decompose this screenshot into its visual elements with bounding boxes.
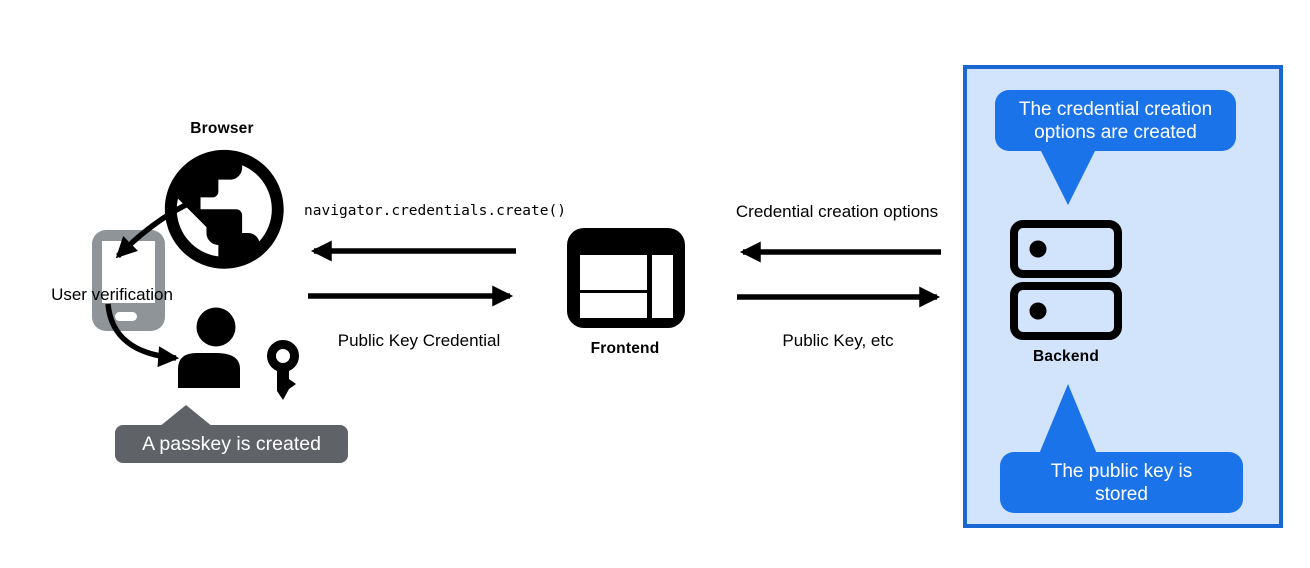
options-created-callout: The credential creation options are crea…	[995, 90, 1236, 151]
public-key-stored-callout: The public key is stored	[1000, 452, 1243, 513]
create-call-label: navigator.credentials.create()	[304, 203, 566, 219]
passkey-callout: A passkey is created	[115, 425, 348, 463]
user-verification-label: User verification	[51, 285, 173, 304]
credential-creation-options-label: Credential creation options	[735, 202, 939, 221]
passkey-callout-tail	[159, 405, 213, 427]
frontend-label: Frontend	[590, 340, 660, 357]
public-key-etc-label: Public Key, etc	[782, 331, 894, 350]
smartphone-icon	[92, 230, 165, 331]
options-created-callout-tail	[1039, 147, 1097, 205]
browser-label: Browser	[190, 120, 254, 137]
person-with-key-icon	[178, 307, 299, 400]
backend-label: Backend	[1032, 348, 1099, 365]
globe-icon	[164, 149, 284, 269]
server-stack-icon	[1010, 220, 1122, 340]
browser-window-icon	[567, 228, 685, 328]
public-key-stored-callout-tail	[1039, 384, 1097, 454]
public-key-credential-label: Public Key Credential	[337, 331, 501, 350]
